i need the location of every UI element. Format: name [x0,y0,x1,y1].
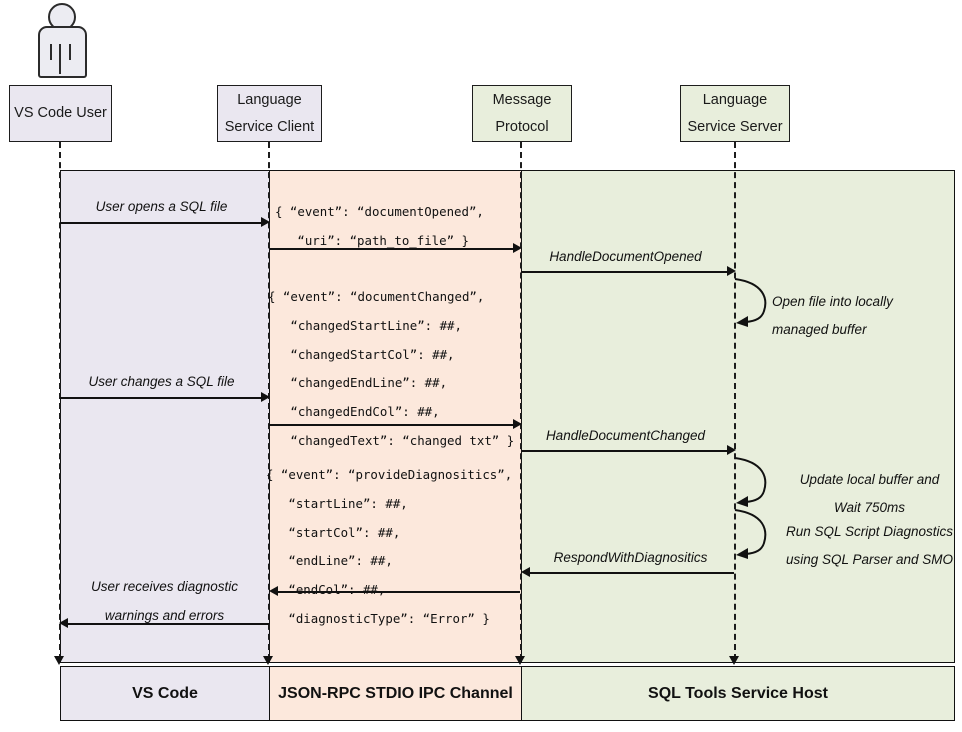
message-line-document-opened-to-protocol [269,248,516,250]
lifeline-label-line1: VS Code User [14,105,107,122]
lifeline-header-vs-code-user[interactable]: VS Code User [9,85,112,142]
lifeline-header-language-service-client[interactable]: Language Service Client [217,85,322,142]
message-label-handle-document-opened: HandleDocumentOpened [549,249,702,264]
band-vs-code [60,170,270,663]
lifeline-language-service-server [734,142,736,660]
actor-right-arm-icon [69,44,72,60]
payload-document-opened: { “event”: “documentOpened”, “uri”: “pat… [275,204,484,248]
lifeline-end-arrow-message-protocol [515,656,525,665]
legend-label: JSON-RPC STDIO IPC Channel [278,684,513,702]
message-label-line1: User receives diagnostic [90,579,239,594]
note-line1: Open file into locally [772,294,893,309]
message-line-user-opens-sql-file [60,222,263,224]
legend-label: VS Code [132,684,198,702]
message-line-document-changed-to-protocol [269,424,516,426]
message-line-handle-document-opened [521,271,730,273]
lifeline-label-line2: Service Server [687,118,783,135]
lifeline-end-arrow-vs-code-user [54,656,64,665]
note-line2: using SQL Parser and SMO [785,552,954,567]
band-service-host [521,170,955,663]
payload-document-changed: { “event”: “documentChanged”, “changedSt… [268,289,515,448]
self-call-note-open-file-into-buffer: Open file into locally managed buffer [772,288,962,344]
lifeline-label-line1: Message [492,92,552,108]
message-line-user-changes-sql-file [60,397,263,399]
legend-vs-code[interactable]: VS Code [60,666,270,721]
self-call-run-sql-script-diagnostics [734,508,774,560]
lifeline-message-protocol [520,142,522,660]
self-call-open-file-into-buffer [734,277,774,327]
lifeline-end-arrow-language-service-server [729,656,739,665]
message-label-user-opens-sql-file: User opens a SQL file [95,199,228,214]
note-line2: managed buffer [772,322,867,337]
lifeline-header-language-service-server[interactable]: Language Service Server [680,85,790,142]
legend-label: SQL Tools Service Host [648,684,828,702]
lifeline-end-arrow-language-service-client [263,656,273,665]
arrowhead-document-opened-to-protocol [513,243,522,253]
message-line-user-receives-diagnostics [66,623,269,625]
note-line1: Run SQL Script Diagnostics [785,524,954,539]
message-label-handle-document-changed: HandleDocumentChanged [545,428,706,443]
note-line1: Update local buffer and [799,472,940,487]
lifeline-label-line1: Language [237,92,302,108]
self-call-update-buffer-and-wait [734,456,774,508]
legend-ipc-channel[interactable]: JSON-RPC STDIO IPC Channel [269,666,522,721]
lifeline-label-line2: Protocol [495,118,549,135]
arrowhead-document-changed-to-protocol [513,419,522,429]
arrowhead-user-opens-sql-file [261,217,270,227]
note-line2: Wait 750ms [833,500,906,515]
message-label-user-changes-sql-file: User changes a SQL file [88,374,235,389]
arrowhead-handle-document-changed [727,445,736,455]
self-call-note-update-buffer-and-wait: Update local buffer and Wait 750ms [772,466,962,522]
actor-body-icon [38,26,87,78]
lifeline-label-line2: Service Client [224,118,315,135]
legend-service-host[interactable]: SQL Tools Service Host [521,666,955,721]
message-label-line2: warnings and errors [104,608,225,623]
arrowhead-diagnostics-to-client [269,586,278,596]
lifeline-vs-code-user [59,142,61,660]
actor-left-arm-icon [50,44,53,60]
self-call-note-run-sql-script-diagnostics: Run SQL Script Diagnostics using SQL Par… [772,518,962,574]
band-ipc-channel [269,170,522,663]
actor-legs-divider-icon [59,44,62,74]
message-line-respond-with-diagnositics [527,572,734,574]
arrowhead-user-receives-diagnostics [59,618,68,628]
message-label-respond-with-diagnositics: RespondWithDiagnositics [553,550,708,565]
message-line-diagnostics-to-client [275,591,520,593]
lifeline-label-line1: Language [702,92,768,108]
message-line-handle-document-changed [521,450,730,452]
payload-provide-diagnositics: { “event”: “provideDiagnositics”, “start… [266,467,513,626]
message-label-user-receives-diagnostics: User receives diagnostic warnings and er… [60,572,269,630]
arrowhead-respond-with-diagnositics [521,567,530,577]
arrowhead-user-changes-sql-file [261,392,270,402]
arrowhead-handle-document-opened [727,266,736,276]
lifeline-header-message-protocol[interactable]: Message Protocol [472,85,572,142]
